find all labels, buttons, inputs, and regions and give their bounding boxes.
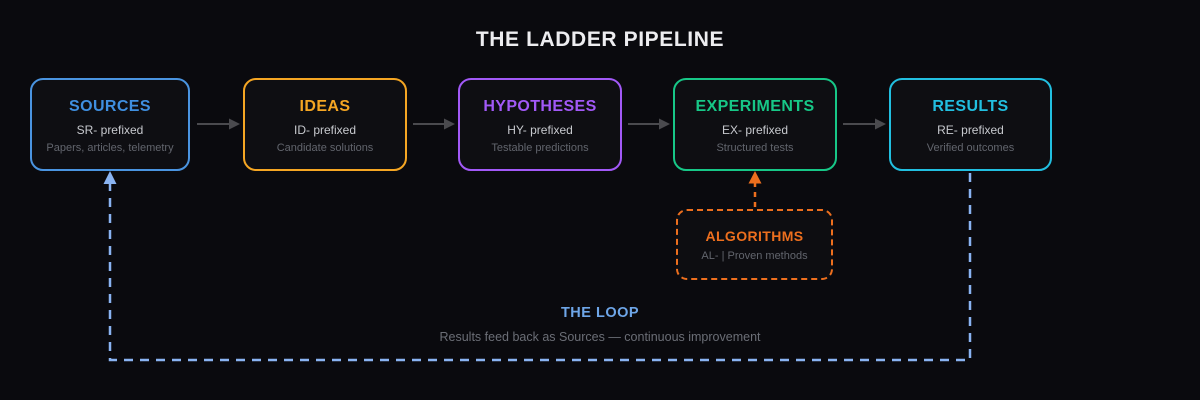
- arrow-algorithms-to-experiments: [748, 171, 762, 207]
- stage-title: RESULTS: [932, 97, 1009, 115]
- arrow-sources-to-ideas: [197, 118, 240, 130]
- arrow-ideas-to-hypotheses: [413, 118, 455, 130]
- stage-box-sources: SOURCES SR- prefixed Papers, articles, t…: [30, 78, 190, 171]
- stage-description: Verified outcomes: [926, 141, 1015, 154]
- stage-box-hypotheses: HYPOTHESES HY- prefixed Testable predict…: [458, 78, 622, 171]
- stage-prefix: RE- prefixed: [937, 122, 1004, 137]
- stage-description: Papers, articles, telemetry: [46, 141, 174, 154]
- stage-box-ideas: IDEAS ID- prefixed Candidate solutions: [243, 78, 407, 171]
- stage-title: HYPOTHESES: [483, 97, 597, 115]
- stage-prefix: SR- prefixed: [76, 122, 144, 137]
- stage-prefix: EX- prefixed: [721, 122, 789, 137]
- stage-title: SOURCES: [69, 97, 151, 115]
- loop-caption: THE LOOP Results feed back as Sources — …: [0, 305, 1200, 344]
- algorithms-box: ALGORITHMS AL- | Proven methods: [676, 209, 833, 280]
- stage-title: EXPERIMENTS: [695, 97, 815, 115]
- algorithms-description: AL- | Proven methods: [701, 249, 808, 262]
- stage-title: IDEAS: [299, 97, 351, 115]
- algorithms-title: ALGORITHMS: [705, 227, 804, 244]
- stage-description: Structured tests: [716, 141, 794, 154]
- stage-prefix: HY- prefixed: [507, 122, 573, 137]
- stage-description: Testable predictions: [491, 141, 589, 154]
- stage-box-results: RESULTS RE- prefixed Verified outcomes: [889, 78, 1052, 171]
- loop-title: THE LOOP: [560, 305, 640, 321]
- page-title: THE LADDER PIPELINE: [475, 28, 725, 51]
- arrow-hypotheses-to-experiments: [628, 118, 670, 130]
- loop-description: Results feed back as Sources — continuou…: [439, 330, 761, 344]
- stage-box-experiments: EXPERIMENTS EX- prefixed Structured test…: [673, 78, 837, 171]
- arrow-experiments-to-results: [843, 118, 886, 130]
- stage-description: Candidate solutions: [276, 141, 374, 154]
- stage-prefix: ID- prefixed: [293, 122, 357, 137]
